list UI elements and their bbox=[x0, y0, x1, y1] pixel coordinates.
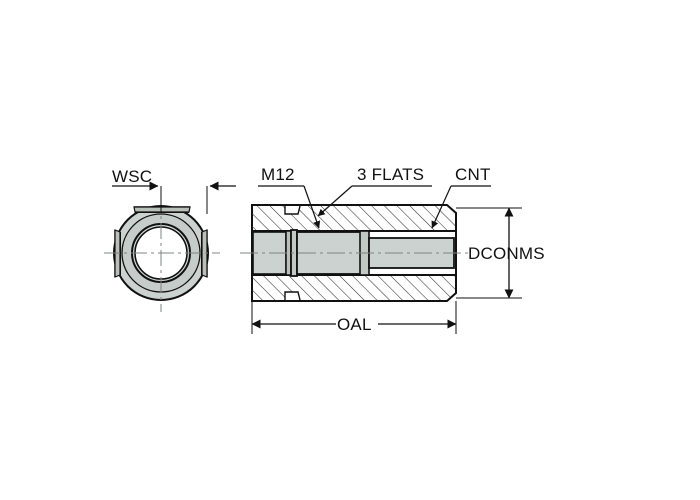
dimension-wsc: WSC bbox=[112, 167, 236, 214]
cnt-label: CNT bbox=[455, 165, 491, 184]
leader-cnt: CNT bbox=[431, 165, 491, 229]
flats-leader-arrow bbox=[317, 185, 353, 217]
flats-label: 3 FLATS bbox=[357, 165, 424, 184]
leader-m12: M12 bbox=[258, 165, 321, 229]
oal-label: OAL bbox=[337, 315, 372, 334]
wall-hatch-lower bbox=[252, 275, 455, 300]
dconms-label: DCONMS bbox=[468, 244, 545, 263]
wsc-label: WSC bbox=[112, 167, 152, 186]
leader-3-flats: 3 FLATS bbox=[317, 165, 432, 217]
m12-leader-arrow bbox=[303, 185, 321, 229]
m12-label: M12 bbox=[261, 165, 295, 184]
shank-segment-pilot bbox=[368, 237, 455, 269]
end-view bbox=[104, 196, 220, 312]
dimension-dconms: DCONMS bbox=[456, 207, 545, 299]
side-view bbox=[240, 204, 470, 302]
dimension-oal: OAL bbox=[251, 301, 457, 334]
counterbore-notch-bottom bbox=[284, 291, 301, 301]
cnt-leader-arrow bbox=[431, 185, 452, 229]
counterbore-notch-top bbox=[284, 205, 301, 215]
wall-hatch-upper bbox=[252, 206, 455, 231]
